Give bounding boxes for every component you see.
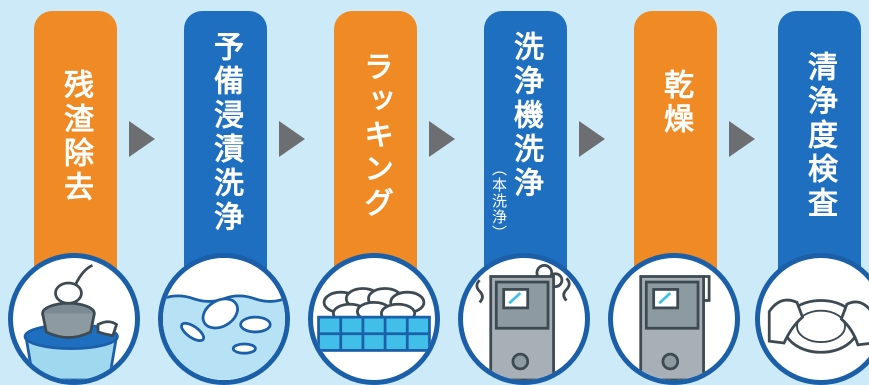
step-cleanliness-inspection-panel: 清浄度検査 [731,0,869,385]
arrow-right-icon [129,121,155,157]
step-machine-wash: 洗浄機洗浄 （本洗浄） [458,0,596,385]
arrow-right-icon [279,121,305,157]
step-residue-removal: 残渣除去 [8,0,146,385]
process-flow: 残渣除去 予備浸漬洗浄 [8,0,869,385]
arrow-right-icon [579,121,605,157]
step-4-label: 洗浄機洗浄 [508,31,543,201]
step-5-label: 乾燥 [658,69,693,137]
step-6-label: 清浄度検査 [802,51,837,221]
step-3-label: ラッキング [358,51,393,221]
dish-rack-icon [308,253,440,385]
arrow-right-icon [429,121,455,157]
arrow-right-icon [729,121,755,157]
dishwasher-steam-icon [458,253,590,385]
step-racking: ラッキング [308,0,446,385]
dishwasher-drying-icon [608,253,740,385]
step-2-label: 予備浸漬洗浄 [208,31,243,235]
step-drying: 乾燥 [608,0,746,385]
step-4-sublabel: （本洗浄） [490,161,508,241]
hands-inspecting-plate-icon [755,253,869,385]
soaking-dishes-icon [158,253,290,385]
step-1-label: 残渣除去 [58,69,93,205]
bucket-scraping-icon [8,253,140,385]
step-pre-soak: 予備浸漬洗浄 [158,0,296,385]
